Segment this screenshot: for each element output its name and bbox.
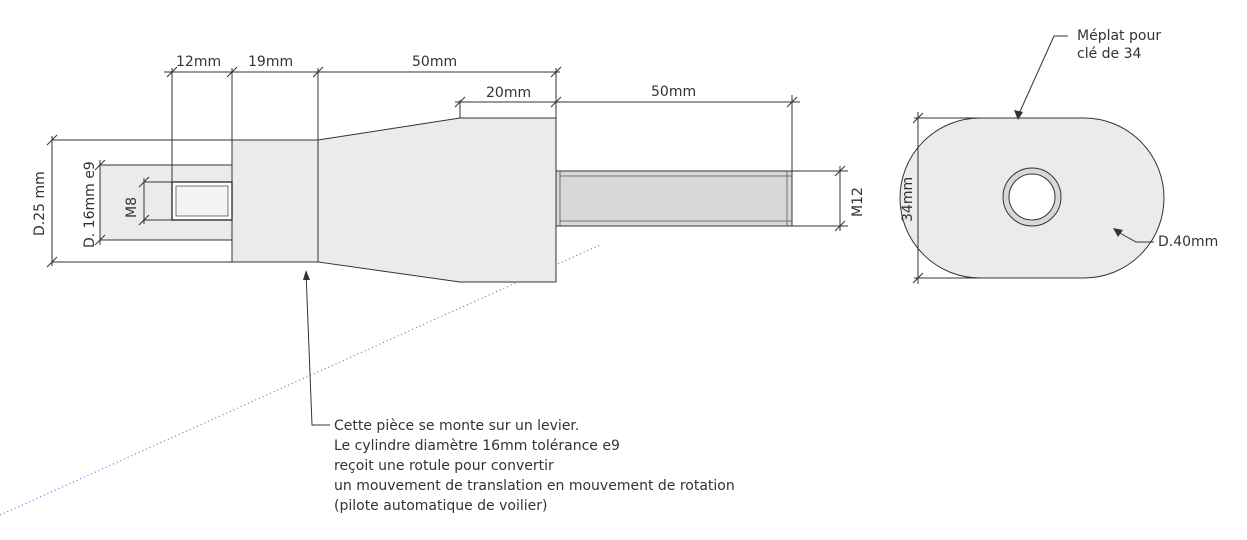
dimension-lines-left [46,134,172,268]
threaded-rod-m12 [555,170,793,227]
body-25mm [231,139,319,263]
assembly-note: Cette pièce se monte sur un levier. Le c… [334,418,735,514]
dim-d25: D.25 mm [32,171,48,236]
dimension-lines-right [792,165,848,232]
dim-19mm: 19mm [248,54,293,70]
dim-34mm: 34mm [900,177,916,222]
diameter-leader-line [1117,231,1154,243]
dim-12mm: 12mm [176,54,221,70]
note-line-4: un mouvement de translation en mouvement… [334,478,735,494]
flat-leader-line [1017,35,1068,117]
note-line-3: reçoit une rotule pour convertir [334,458,554,474]
dim-m8: M8 [124,197,140,218]
side-view: 12mm 19mm 50mm 20mm 50mm D.25 mm D. 16mm… [32,54,866,426]
note-line-2: Le cylindre diamètre 16mm tolérance e9 [334,438,620,454]
bore-inner [1008,173,1056,221]
note-line-5: (pilote automatique de voilier) [334,498,547,514]
tapered-section [317,117,557,283]
dim-d40: D.40mm [1158,234,1218,250]
dim-m12: M12 [850,187,866,217]
dotted-guide-line [0,244,601,516]
flat-label-line1: Méplat pour [1077,28,1161,44]
note-leader-line [305,271,330,426]
note-line-1: Cette pièce se monte sur un levier. [334,418,579,434]
flat-label-line2: clé de 34 [1077,46,1142,62]
end-view: 34mm Méplat pour clé de 34 D.40mm [899,28,1218,284]
dim-20mm: 20mm [486,85,531,101]
dim-50mm-thread: 50mm [651,84,696,100]
dimension-lines-top [164,66,800,182]
dim-d16-e9: D. 16mm e9 [82,161,98,248]
dim-50mm-top: 50mm [412,54,457,70]
